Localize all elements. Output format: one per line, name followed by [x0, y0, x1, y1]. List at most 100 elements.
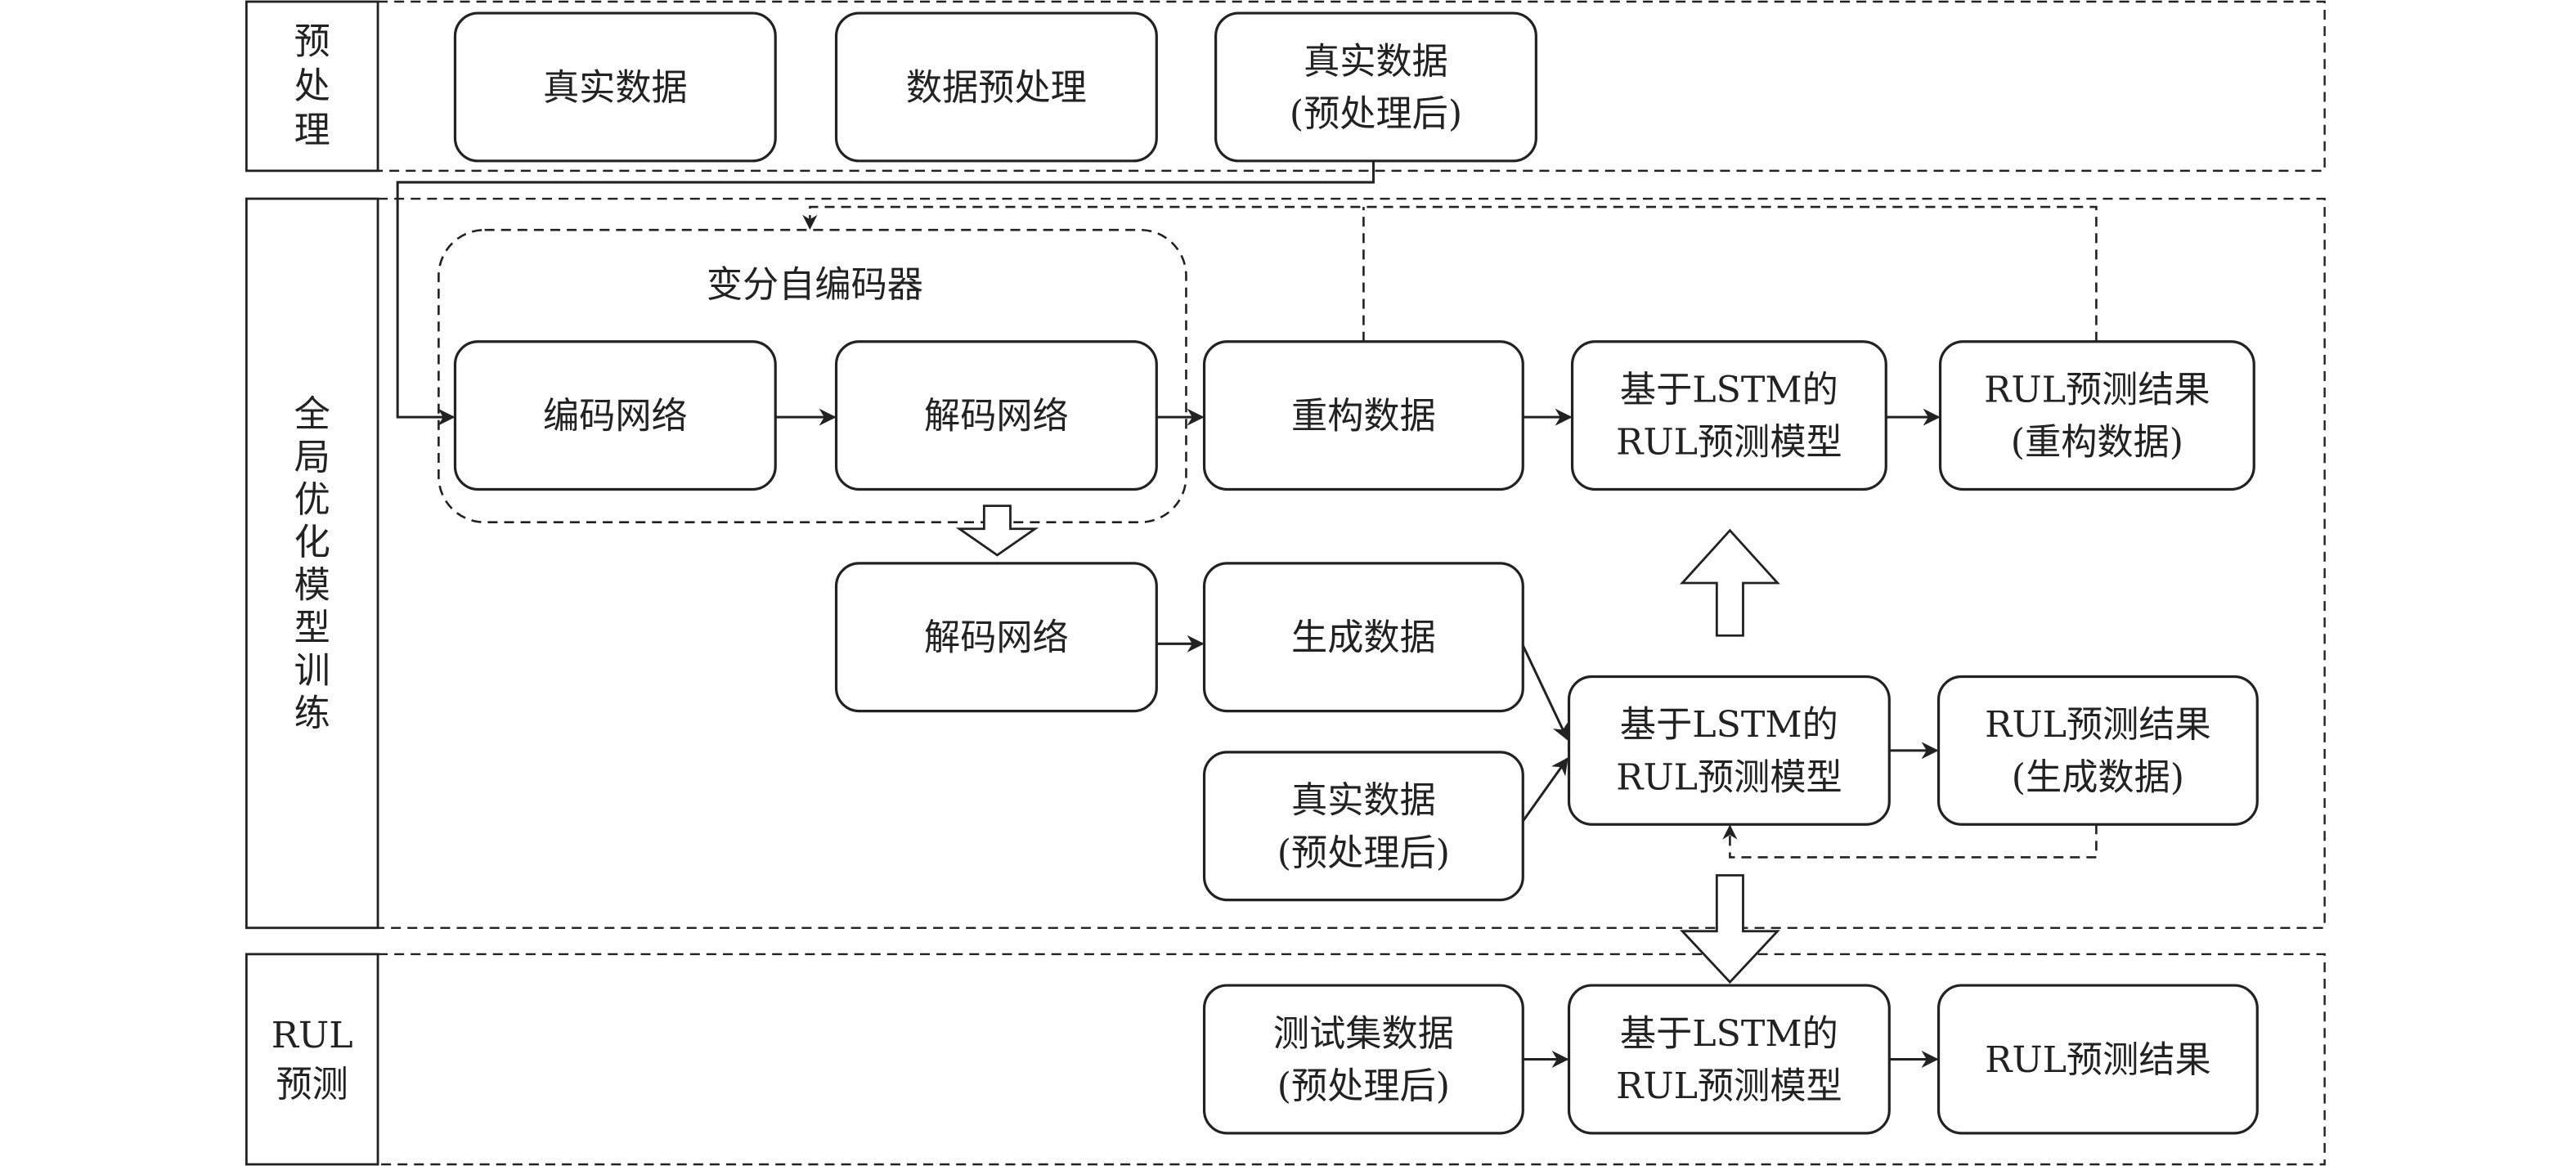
node-label-line: RUL预测结果 — [1985, 1039, 2211, 1081]
node-box — [1214, 11, 1537, 163]
node-label: 重构数据 — [1291, 396, 1436, 437]
node-test-data: 测试集数据 (预处理后) — [1202, 984, 1524, 1135]
label-line: 模 — [294, 564, 330, 606]
node-lstm-model-test: 基于LSTM的 RUL预测模型 — [1567, 984, 1891, 1135]
node-label-line: 生成数据 — [1291, 617, 1436, 659]
node-box — [1938, 340, 2255, 491]
section-label-box — [245, 953, 379, 1166]
section-prediction: RUL 预测 — [245, 953, 2326, 1166]
node-rul-result-gen: RUL预测结果 (生成数据) — [1936, 675, 2259, 826]
node-label: 解码网络 — [924, 396, 1069, 437]
section-label-preprocess: 预处理 — [294, 21, 330, 151]
label-line: 变分自编码器 — [707, 264, 923, 306]
node-box — [453, 11, 777, 163]
connectors — [396, 160, 2098, 1068]
node-label-line: 真实数据 — [1291, 780, 1436, 822]
section-dashed-frame — [378, 953, 2326, 1166]
section-label-prediction: RUL 预测 — [272, 1015, 353, 1105]
node-label-line: 编码网络 — [543, 396, 688, 437]
label-line: 化 — [294, 522, 330, 563]
node-real-data-preprocessed-top: 真实数据 (预处理后) — [1214, 11, 1537, 163]
node-reconstructed-data: 重构数据 — [1202, 340, 1524, 491]
node-label: RUL预测结果 (生成数据) — [1985, 704, 2211, 798]
node-label-line: 基于LSTM的 — [1620, 369, 1838, 410]
node-label-line: 基于LSTM的 — [1620, 1013, 1838, 1055]
label-line: 训 — [294, 650, 330, 692]
node-label-line: 解码网络 — [924, 396, 1069, 437]
node-label: 数据预处理 — [906, 67, 1087, 109]
arrow-generated-to-lstm — [1521, 644, 1568, 741]
node-label-line: RUL预测模型 — [1616, 756, 1842, 798]
label-line: 预 — [294, 21, 330, 63]
node-label: 基于LSTM的 RUL预测模型 — [1616, 369, 1842, 463]
label-line: 练 — [294, 693, 330, 734]
node-box — [834, 11, 1158, 163]
label-line: 预测 — [276, 1064, 348, 1105]
label-line: 全 — [294, 394, 330, 436]
node-decoder-vae: 解码网络 — [834, 340, 1158, 491]
node-box — [1567, 675, 1891, 826]
node-decoder-gen: 解码网络 — [834, 562, 1158, 713]
hollow-arrow-down-model-deploy — [1679, 874, 1780, 984]
node-label: 生成数据 — [1291, 617, 1436, 659]
node-rul-result-recon: RUL预测结果(重构数据) — [1938, 340, 2255, 491]
section-label-box — [245, 0, 379, 173]
node-real-data: 真实数据 — [453, 11, 777, 163]
node-rul-result-final: RUL预测结果 — [1936, 984, 2259, 1135]
node-encoder: 编码网络 — [453, 340, 777, 491]
node-label-line: RUL预测结果 — [1985, 704, 2211, 746]
label-line: 理 — [294, 110, 330, 151]
node-real-data-preprocessed-mid: 真实数据 (预处理后) — [1202, 751, 1524, 902]
node-box — [1567, 984, 1891, 1135]
node-data-preprocessing: 数据预处理 — [834, 11, 1158, 163]
section-training: 全局优化模型训练 — [245, 197, 2326, 930]
node-lstm-model-recon: 基于LSTM的 RUL预测模型 — [1570, 340, 1887, 491]
node-label-line: 测试集数据 — [1273, 1013, 1454, 1055]
section-label-training: 全局优化模型训练 — [294, 394, 330, 735]
node-label-line: 重构数据 — [1291, 396, 1436, 437]
node-box — [1202, 751, 1524, 902]
label-line: 型 — [294, 608, 330, 649]
node-label-line: 解码网络 — [924, 617, 1069, 659]
hollow-arrow-down-decoder-copy — [955, 505, 1039, 557]
node-label-line: RUL预测模型 — [1616, 1065, 1842, 1107]
arrow-real-to-lstm — [1522, 757, 1568, 823]
feedback-recon-result-to-vae — [802, 205, 2098, 342]
node-box — [1570, 340, 1887, 491]
label-line: RUL — [272, 1015, 353, 1056]
node-label-line: RUL预测结果 — [1984, 369, 2210, 410]
node-label: 编码网络 — [543, 396, 688, 437]
node-label-line: (预处理后) — [1290, 93, 1462, 135]
node-label: 真实数据 (预处理后) — [1290, 41, 1462, 135]
node-label-line: 数据预处理 — [906, 67, 1087, 109]
node-label-line: 真实数据 — [1304, 41, 1448, 83]
node-label-line: RUL预测模型 — [1616, 422, 1842, 464]
label-line: 局 — [294, 437, 330, 478]
vae-group-label: 变分自编码器 — [707, 264, 923, 306]
node-label-line: 真实数据 — [543, 67, 688, 109]
feedback-gen-result-to-lstm — [1722, 824, 2098, 859]
label-line: 处 — [294, 65, 330, 107]
arrow-preprocessed-to-encoder — [396, 160, 1375, 426]
node-label-line: (预处理后) — [1277, 1065, 1450, 1107]
node-lstm-model-gen: 基于LSTM的 RUL预测模型 — [1567, 675, 1891, 826]
node-box — [834, 562, 1158, 713]
node-box — [1936, 675, 2259, 826]
vae-group: 变分自编码器 — [438, 228, 1187, 523]
node-label-line: (生成数据) — [2012, 756, 2184, 798]
section-preprocess: 预处理 — [245, 0, 2326, 173]
label-line: 优 — [294, 479, 330, 521]
node-label-line: (预处理后) — [1277, 832, 1450, 874]
node-label: 基于LSTM的 RUL预测模型 — [1616, 1013, 1842, 1107]
section-dashed-frame — [378, 0, 2326, 173]
node-label: 测试集数据 (预处理后) — [1273, 1013, 1454, 1107]
hollow-arrow-up-model-transfer — [1679, 528, 1780, 637]
section-label-box — [245, 197, 379, 930]
node-generated-data: 生成数据 — [1202, 562, 1524, 713]
node-label: RUL预测结果(重构数据) — [1984, 369, 2210, 463]
node-label: 真实数据 (预处理后) — [1277, 780, 1450, 874]
node-label: 基于LSTM的 RUL预测模型 — [1616, 704, 1842, 798]
node-label: RUL预测结果 — [1985, 1039, 2211, 1081]
node-label-line: 基于LSTM的 — [1620, 704, 1838, 746]
